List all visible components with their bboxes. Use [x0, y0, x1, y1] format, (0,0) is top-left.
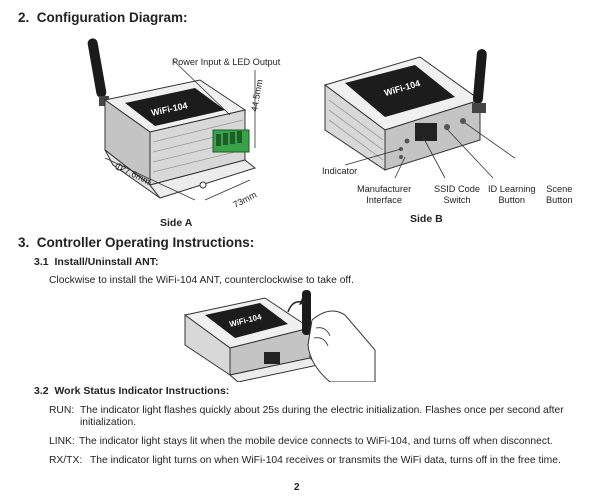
section-2-heading: 2. Configuration Diagram: — [18, 10, 188, 25]
dimension-width-label: 73mm — [231, 190, 258, 210]
status-term: RUN: — [49, 405, 75, 416]
indicator-label: Indicator — [322, 166, 358, 176]
hand-icon — [307, 310, 376, 382]
ssid-switch-icon — [415, 123, 437, 141]
status-description: The indicator light stays lit when the m… — [79, 436, 553, 447]
dimension-height-label: 44.5mm — [249, 79, 264, 113]
device-body: WiFi-104 — [183, 297, 320, 382]
page-number: 2 — [294, 482, 300, 493]
antenna-icon — [302, 290, 311, 335]
status-item: RUN: The indicator light flashes quickly… — [49, 405, 583, 429]
status-item: LINK: The indicator light stays lit when… — [49, 436, 583, 448]
side-b-caption: Side B — [410, 213, 443, 225]
status-description: The indicator light turns on when WiFi-1… — [90, 455, 561, 466]
device-body: WiFi-104 — [323, 56, 482, 171]
callout-lines — [344, 122, 515, 179]
antenna-icon — [87, 38, 109, 106]
section-number: 2. — [18, 10, 30, 25]
status-term: RX/TX: — [49, 455, 83, 466]
side-a-caption: Side A — [160, 217, 193, 229]
subsection-3-2-heading: 3.2 Work Status Indicator Instructions: — [34, 385, 230, 397]
section-3-heading: 3. Controller Operating Instructions: — [18, 235, 254, 250]
dimension-lines — [104, 59, 256, 201]
power-input-label: Power Input & LED Output — [172, 57, 281, 67]
terminal-block-icon — [212, 129, 250, 153]
section-title: Controller Operating Instructions: — [36, 235, 255, 250]
status-term: LINK: — [49, 436, 75, 447]
install-instructions-text: Clockwise to install the WiFi-104 ANT, c… — [49, 275, 354, 286]
antenna-install-illustration: WiFi-104 — [183, 290, 376, 382]
status-description: The indicator light flashes quickly abou… — [80, 405, 564, 428]
section-number: 3. — [18, 235, 30, 250]
antenna-icon — [472, 49, 487, 113]
status-item: RX/TX: The indicator light turns on when… — [49, 455, 583, 467]
device-side-a-figure: WiFi-104 44.5mm 127.6mm 73mm — [87, 38, 265, 210]
subsection-3-1-heading: 3.1 Install/Uninstall ANT: — [34, 256, 159, 268]
device-side-b-figure: WiFi-104 — [323, 49, 515, 179]
section-title: Configuration Diagram: — [36, 10, 188, 25]
